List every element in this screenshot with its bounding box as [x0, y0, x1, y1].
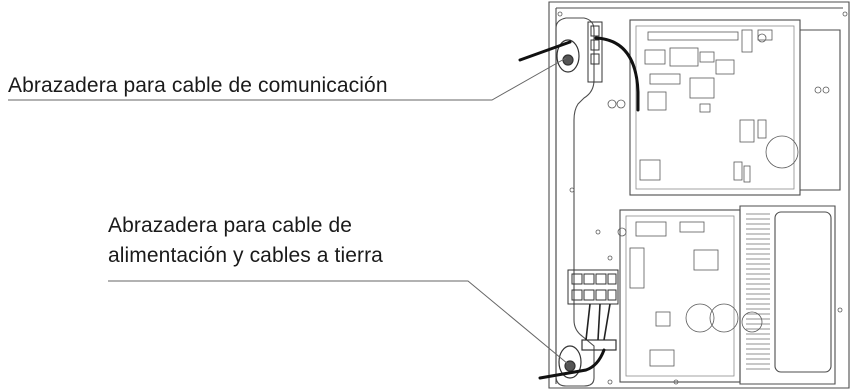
heatsink-cover — [774, 211, 832, 373]
ground-wires — [585, 303, 611, 341]
leader-lines — [8, 57, 569, 365]
terminal-block-lower — [567, 269, 619, 305]
upper-pcb — [629, 19, 801, 196]
upper-pcb-components — [607, 29, 830, 183]
communication-cable — [518, 36, 640, 112]
heatsink-fins — [746, 213, 770, 370]
leader-power — [108, 280, 569, 365]
leader-communication — [8, 57, 567, 101]
upper-right-plate — [800, 29, 841, 191]
terminal-block-upper — [587, 21, 603, 83]
lower-pcb-inner — [625, 215, 735, 377]
power-clamp-label-line1: Abrazadera para cable de — [108, 214, 353, 237]
screw-holes — [557, 11, 848, 385]
upper-pcb-inner — [635, 25, 795, 190]
communication-clamp-label: Abrazadera para cable de comunicación — [8, 74, 388, 97]
power-clamp-cutout — [558, 339, 617, 379]
power-cable — [538, 348, 606, 380]
communication-clamp-cutout — [556, 39, 580, 73]
housing-outline — [548, 1, 850, 389]
power-clamp-label: Abrazadera para cable de alimentación y … — [108, 211, 383, 271]
power-clamp-label-line2: alimentación y cables a tierra — [108, 244, 383, 267]
heatsink-outline — [739, 205, 836, 385]
lower-pcb-components — [617, 221, 763, 367]
left-channel — [555, 17, 595, 387]
